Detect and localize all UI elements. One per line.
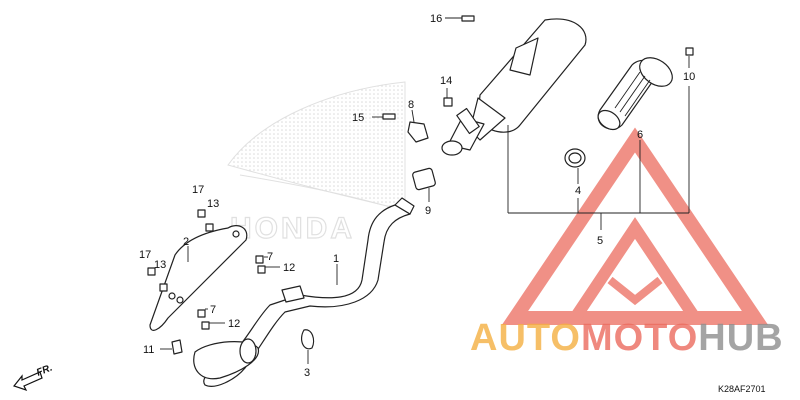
watermark-text-auto: AUTO <box>470 317 581 359</box>
callout-13a: 13 <box>207 198 219 210</box>
callout-6: 6 <box>637 129 643 141</box>
callout-4: 4 <box>575 185 581 197</box>
watermark-text: AUTOMOTOHUB <box>470 317 784 359</box>
muffler-assembly <box>441 18 587 156</box>
watermark-text-hub: HUB <box>698 317 783 359</box>
sensor-part <box>407 121 429 143</box>
exhaust-pipe <box>193 197 415 387</box>
callout-12b: 12 <box>228 318 240 330</box>
callout-17b: 17 <box>139 249 151 261</box>
callout-8: 8 <box>408 99 414 111</box>
callout-3: 3 <box>304 367 310 379</box>
callout-labels: 1 2 3 4 5 6 7 7 8 9 10 11 12 12 13 13 14… <box>139 13 695 379</box>
tail-pipe <box>597 57 673 131</box>
callout-15: 15 <box>352 112 364 124</box>
callout-1: 1 <box>333 253 339 265</box>
watermark-triangle-logo <box>501 127 769 325</box>
front-direction-indicator: FR. <box>12 363 54 392</box>
pipe-joint-part <box>412 167 436 191</box>
callout-17a: 17 <box>192 184 204 196</box>
watermark-text-moto: MOTO <box>581 317 698 359</box>
callout-14: 14 <box>440 75 452 87</box>
callout-13b: 13 <box>154 259 166 271</box>
exhaust-gasket-part <box>300 329 315 350</box>
small-parts <box>147 15 694 355</box>
callout-11: 11 <box>143 344 154 356</box>
honda-logo-text: HONDA <box>230 212 355 245</box>
direction-arrow-icon <box>12 371 43 392</box>
callout-12a: 12 <box>283 262 295 274</box>
callout-10: 10 <box>683 71 695 83</box>
diagram-code: K28AF2701 <box>718 384 766 394</box>
honda-wing-logo: HONDA <box>227 81 406 246</box>
callout-7a: 7 <box>267 251 273 263</box>
leader-lines <box>160 17 690 364</box>
bolt-16-part <box>461 15 475 22</box>
callout-5: 5 <box>597 235 603 247</box>
callout-16: 16 <box>430 13 442 25</box>
direction-label: FR. <box>35 363 54 379</box>
callout-7b: 7 <box>210 304 216 316</box>
heat-shield <box>149 225 248 331</box>
callout-9: 9 <box>425 205 431 217</box>
callout-2: 2 <box>183 236 189 248</box>
